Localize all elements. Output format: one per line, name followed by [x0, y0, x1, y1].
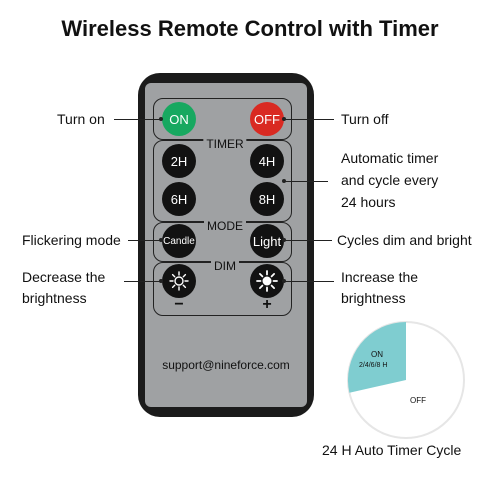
turn-off-line	[284, 119, 334, 120]
decrease-dot	[159, 279, 163, 283]
candle-button-label: Candle	[163, 235, 195, 247]
timer-label-line1: Automatic timer	[341, 150, 439, 166]
timer-dot	[282, 179, 286, 183]
light-button-label: Light	[252, 233, 282, 249]
off-button[interactable]: OFF	[250, 102, 284, 136]
decrease-line	[124, 281, 162, 282]
turn-on-dot	[159, 117, 163, 121]
off-button-label: OFF	[254, 111, 280, 127]
cycle-circle	[347, 321, 465, 439]
on-button-label: ON	[169, 111, 189, 127]
decrease-label-line2: brightness	[22, 290, 87, 306]
timer-line	[284, 181, 328, 182]
increase-label-line1: Increase the	[341, 269, 419, 285]
candle-button[interactable]: Candle	[162, 224, 196, 258]
timer-2h-button[interactable]: 2H	[162, 144, 196, 178]
timer-label-line2: and cycle every	[341, 172, 439, 188]
flicker-label: Flickering mode	[22, 232, 121, 248]
dim-down-button[interactable]	[162, 264, 196, 298]
timer-2h-label: 2H	[170, 153, 188, 169]
cycles-dot	[282, 238, 286, 242]
increase-dot	[282, 279, 286, 283]
light-button[interactable]: Light	[250, 224, 284, 258]
sun-outline-icon	[169, 271, 189, 291]
support-email: support@nineforce.com	[162, 358, 290, 372]
plus-sign: +	[262, 296, 272, 313]
timer-4h-button[interactable]: 4H	[250, 144, 284, 178]
flicker-dot	[159, 238, 163, 242]
decrease-label-line1: Decrease the	[22, 269, 106, 285]
timer-8h-button[interactable]: 8H	[250, 182, 284, 216]
dim-up-button[interactable]	[250, 264, 284, 298]
turn-off-label: Turn off	[341, 111, 389, 127]
cycles-line	[284, 240, 332, 241]
cycle-caption: 24 H Auto Timer Cycle	[322, 442, 462, 458]
cycle-on-label: ON	[371, 350, 383, 359]
turn-on-line	[114, 119, 162, 120]
timer-6h-label: 6H	[170, 191, 188, 207]
mode-group-label: MODE	[204, 220, 246, 232]
cycle-hours-label: 2/4/6/8 H	[359, 362, 388, 369]
timer-label-line3: 24 hours	[341, 194, 396, 210]
sun-filled-icon	[256, 270, 278, 292]
turn-off-dot	[282, 117, 286, 121]
page-title: Wireless Remote Control with Timer	[61, 16, 439, 41]
timer-4h-label: 4H	[258, 153, 276, 169]
minus-sign: −	[174, 296, 184, 313]
cycle-off-label: OFF	[410, 396, 426, 405]
timer-group-label: TIMER	[203, 138, 247, 150]
flicker-line	[128, 240, 162, 241]
turn-on-label: Turn on	[57, 111, 105, 127]
increase-label-line2: brightness	[341, 290, 406, 306]
increase-line	[284, 281, 334, 282]
cycles-label: Cycles dim and bright	[337, 232, 472, 248]
timer-8h-label: 8H	[258, 191, 276, 207]
dim-group-label: DIM	[211, 260, 239, 272]
on-button[interactable]: ON	[162, 102, 196, 136]
timer-6h-button[interactable]: 6H	[162, 182, 196, 216]
